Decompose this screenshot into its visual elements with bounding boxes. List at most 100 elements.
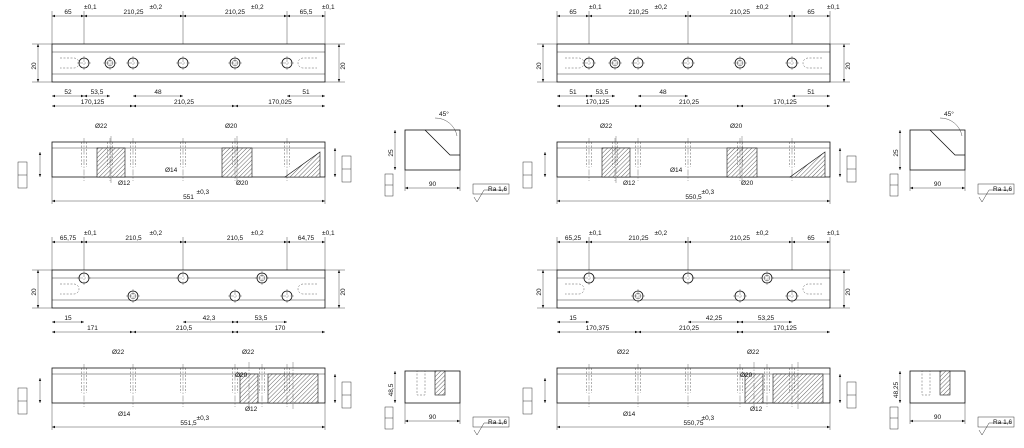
arrowhead (284, 320, 287, 324)
top-dimension-value: 64,75 (298, 235, 315, 242)
roughness-frame (472, 183, 510, 195)
slot-end-right (802, 57, 822, 69)
arrowhead (586, 240, 589, 244)
top-view-plate (556, 269, 831, 309)
tolerance-value: ±0,1 (322, 230, 335, 237)
arrowhead (586, 320, 589, 324)
arrowhead (38, 378, 42, 381)
bottom-dimension-value: 170,375 (586, 325, 610, 332)
arrowhead (52, 425, 55, 429)
arrowhead (84, 94, 87, 98)
arrowhead (557, 330, 560, 334)
bottom-dimension-value: 171 (87, 325, 98, 332)
arrowhead (586, 94, 589, 98)
arrowhead (635, 104, 638, 108)
top-dimension-value: 65 (807, 9, 815, 16)
arrowhead (543, 378, 547, 381)
arrowhead (84, 240, 87, 244)
arrowhead (52, 104, 55, 108)
arrowhead (638, 330, 641, 334)
diameter-label: Ø14 (623, 411, 636, 418)
arrowhead (910, 186, 913, 190)
top-dimension-value: 210,25 (225, 9, 245, 16)
bottom-dimension-value: 53,5 (91, 89, 104, 96)
arrowhead (827, 199, 830, 203)
diameter-label: Ø14 (118, 411, 131, 418)
top-view-plate (51, 269, 326, 309)
arrowhead (38, 152, 42, 155)
arrowhead (183, 14, 186, 18)
side-view-plate (51, 141, 326, 178)
arrowhead (842, 270, 846, 273)
bevel-edge (929, 129, 965, 156)
diameter-label: Ø12 (750, 406, 763, 413)
diameter-label: Ø20 (730, 123, 743, 130)
top-dimension-value: 210,25 (124, 9, 144, 16)
roughness-value: Ra 1,6 (488, 186, 508, 193)
arrowhead (789, 320, 792, 324)
roughness-check-icon (978, 189, 1011, 203)
diameter-label: Ø20 (235, 372, 248, 379)
arrowhead (333, 174, 337, 177)
arrowhead (827, 330, 830, 334)
arrowhead (541, 270, 545, 273)
arrowhead (235, 320, 238, 324)
arrowhead (737, 320, 740, 324)
diameter-label: Ø12 (623, 180, 636, 187)
bottom-dimension-value: 51 (807, 89, 815, 96)
overall-length-value: 551 (183, 194, 194, 201)
diameter-label: Ø12 (245, 406, 258, 413)
roughness-value: Ra 1,6 (993, 419, 1013, 426)
arrowhead (38, 174, 42, 177)
bottom-dimension-value: 51 (569, 89, 577, 96)
arrowhead (405, 419, 408, 423)
section-height-value: 25 (893, 149, 900, 157)
bottom-dimension-value: 48 (659, 89, 667, 96)
overall-length-value: 550,5 (685, 194, 702, 201)
section-hatch (434, 370, 446, 396)
arrowhead (107, 94, 110, 98)
arrowhead (393, 167, 397, 170)
arrowhead (36, 44, 40, 47)
diameter-label: Ø22 (112, 349, 125, 356)
arrowhead (180, 14, 183, 18)
arrowhead (589, 240, 592, 244)
arrowhead (842, 305, 846, 308)
arrowhead (457, 419, 460, 423)
arrowhead (792, 94, 795, 98)
top-dimension-value: 65,25 (565, 235, 582, 242)
arrowhead (557, 320, 560, 324)
bottom-dimension-value: 170,125 (773, 99, 797, 106)
arrowhead (541, 44, 545, 47)
tolerance-value: ±0,2 (150, 230, 163, 237)
arrowhead (557, 94, 560, 98)
bottom-dimension-value: 48 (154, 89, 162, 96)
arrowhead (557, 240, 560, 244)
bottom-dimension-value: 170 (275, 325, 286, 332)
arrowhead (130, 330, 133, 334)
diameter-label: Ø22 (600, 123, 613, 130)
diameter-label: Ø22 (95, 123, 108, 130)
arrowhead (337, 44, 341, 47)
roughness-frame (977, 183, 1015, 195)
bottom-dimension-value: 170,125 (586, 99, 610, 106)
arrowhead (287, 14, 290, 18)
section-height-value: 48,25 (893, 381, 900, 398)
tolerance-value: ±0,1 (827, 4, 840, 11)
diameter-label: Ø20 (225, 123, 238, 130)
arrowhead (52, 240, 55, 244)
arrowhead (180, 94, 183, 98)
arrowhead (393, 400, 397, 403)
section-width-value: 90 (934, 181, 942, 188)
section-height-value: 25 (388, 149, 395, 157)
overall-length-value: 551,5 (180, 420, 197, 427)
surface-roughness-symbol: Ra 1,6 (977, 416, 1015, 436)
arrowhead (962, 186, 965, 190)
arrowhead (898, 130, 902, 133)
roughness-frame (472, 416, 510, 428)
arrowhead (740, 320, 743, 324)
arrowhead (635, 330, 638, 334)
hidden-bore (416, 370, 426, 396)
arrowhead (235, 330, 238, 334)
